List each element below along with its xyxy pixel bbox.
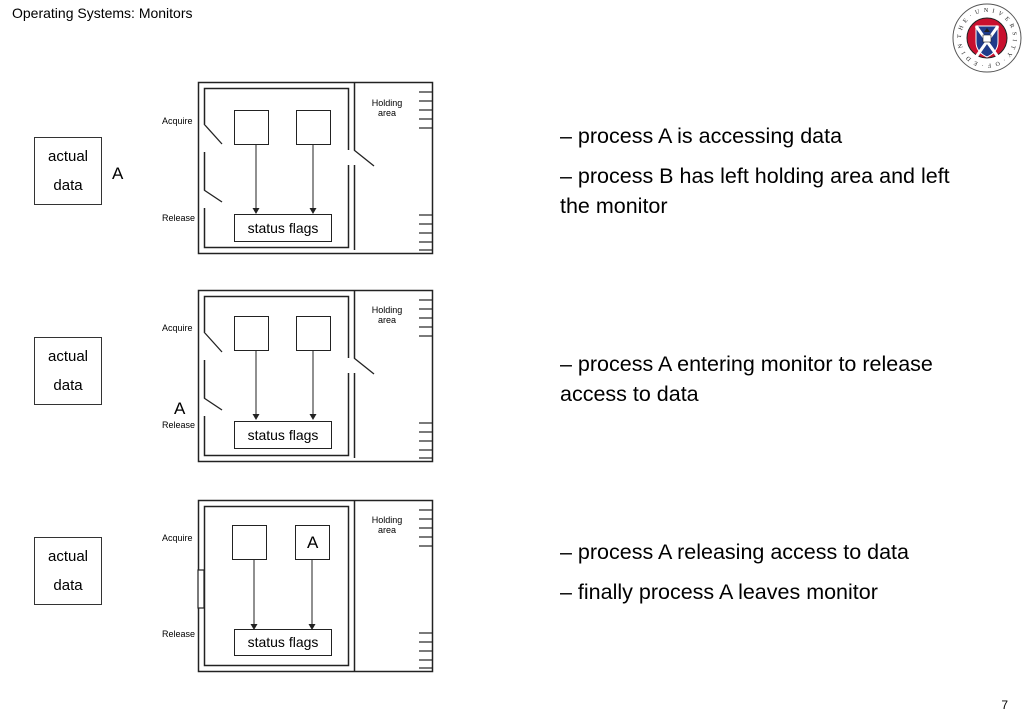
process-marker: A [174, 399, 186, 418]
holding-label-line1: Holding [371, 98, 403, 108]
bullet-list-2: – process A entering monitor to release … [560, 349, 960, 419]
holding-area-label: Holding area [362, 98, 412, 118]
actual-data-box: actual data [34, 337, 102, 405]
monitor-diagram-1 [197, 81, 434, 255]
release-label: Release [162, 420, 196, 430]
diagram-panel-3: actual data Acquire Release Holding area… [0, 498, 470, 678]
data-box-line2: data [53, 577, 83, 594]
holding-area-label: Holding area [362, 515, 412, 535]
data-box-line1: actual [47, 348, 89, 365]
status-flags-box: status flags [234, 214, 332, 242]
bullet-item: – process A is accessing data [560, 124, 843, 148]
status-flags-box: status flags [234, 629, 332, 656]
actual-data-box: actual data [34, 137, 102, 205]
slide-header-title: Operating Systems: Monitors [12, 5, 193, 21]
holding-label-line2: area [377, 315, 396, 325]
holding-area-label: Holding area [362, 305, 412, 325]
page-number: 7 [1001, 698, 1008, 712]
monitor-diagram-2 [197, 289, 434, 463]
data-box-line1: actual [47, 148, 89, 165]
holding-label-line1: Holding [371, 515, 403, 525]
bullet-list-3: – process A releasing access to data – f… [560, 537, 960, 617]
release-label: Release [162, 629, 196, 639]
acquire-label: Acquire [162, 533, 193, 543]
university-crest-logo: T H E · U N I V E R S I T Y · O F · E D … [948, 0, 1023, 74]
process-marker: A [307, 533, 319, 552]
status-flags-box: status flags [234, 421, 332, 449]
bullet-item: – finally process A leaves monitor [560, 580, 878, 604]
diagram-panel-2: actual data Acquire Release Holding area… [0, 288, 470, 468]
monitor-diagram-3 [197, 499, 434, 673]
process-marker: A [112, 164, 124, 183]
diagram-panel-1: actual data Acquire Release Holding area… [0, 80, 470, 260]
bullet-item: – process A entering monitor to release … [560, 352, 933, 406]
data-box-line2: data [53, 377, 83, 394]
data-box-line1: actual [47, 548, 89, 565]
holding-label-line1: Holding [371, 305, 403, 315]
actual-data-box: actual data [34, 537, 102, 605]
bullet-item: – process A releasing access to data [560, 540, 909, 564]
release-label: Release [162, 213, 196, 223]
acquire-label: Acquire [162, 116, 193, 126]
holding-label-line2: area [377, 525, 396, 535]
holding-label-line2: area [377, 108, 396, 118]
acquire-label: Acquire [162, 323, 193, 333]
bullet-list-1: – process A is accessing data – process … [560, 121, 960, 231]
bullet-item: – process B has left holding area and le… [560, 164, 950, 218]
data-box-line2: data [53, 177, 83, 194]
